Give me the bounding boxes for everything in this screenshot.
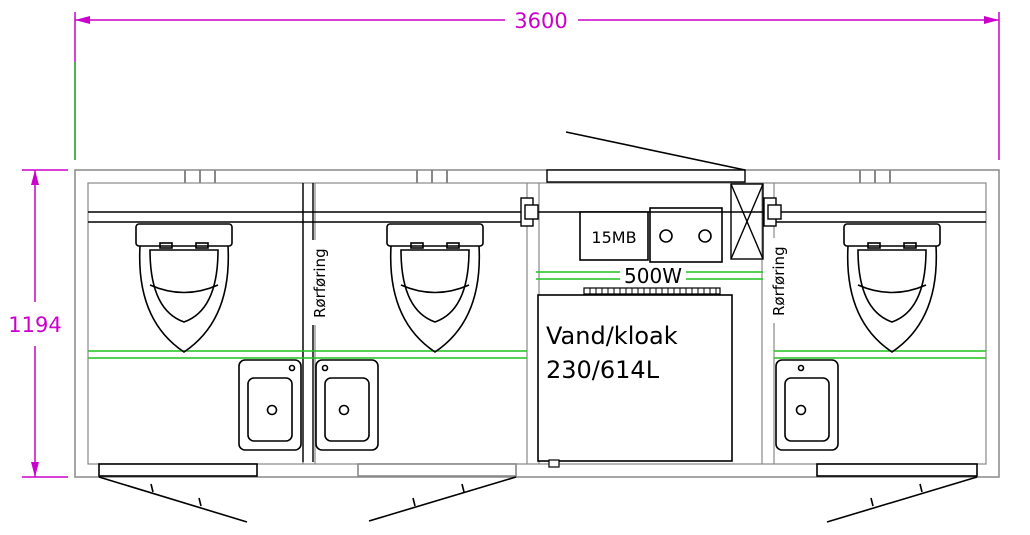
heater: 500W [583, 264, 721, 295]
tank-label-line2: 230/614L [546, 356, 660, 384]
boiler-unit [649, 207, 723, 263]
tank-label-line1: Vand/kloak [546, 322, 678, 350]
panel-label: 15MB [591, 228, 636, 247]
dimension-width-label: 3600 [514, 9, 567, 33]
pipe-label-left: Rørføring [311, 248, 329, 318]
service-pipes [88, 183, 986, 462]
door-1 [98, 463, 258, 523]
toilet-3 [843, 223, 941, 353]
pipe-label-right: Rørføring [770, 246, 788, 316]
toilet-1 [135, 223, 233, 353]
toilet-2 [386, 223, 484, 353]
dimension-height: 1194 [8, 169, 68, 478]
door-3 [816, 463, 978, 523]
dimension-height-label: 1194 [8, 313, 61, 337]
outer-walls [74, 169, 1000, 478]
sink-3 [775, 359, 839, 451]
dimension-width: 3600 [74, 9, 1000, 160]
door-2 [357, 463, 517, 522]
pipe-connectors [520, 197, 782, 227]
sink-2 [315, 359, 379, 451]
sink-1 [238, 359, 302, 451]
ventilation-unit [730, 183, 764, 260]
drain-lines [88, 271, 986, 359]
technical-room: 15MB 500W [537, 131, 764, 462]
tank-outlet [548, 459, 560, 468]
wall-vents [184, 170, 891, 183]
water-sewage-tank: Vand/kloak 230/614L [537, 294, 733, 462]
pipe-run-label-right: Rørføring [768, 238, 788, 323]
pipe-run-label-left: Rørføring [309, 240, 329, 325]
electrical-panel: 15MB [579, 211, 649, 261]
heater-label: 500W [624, 264, 682, 288]
